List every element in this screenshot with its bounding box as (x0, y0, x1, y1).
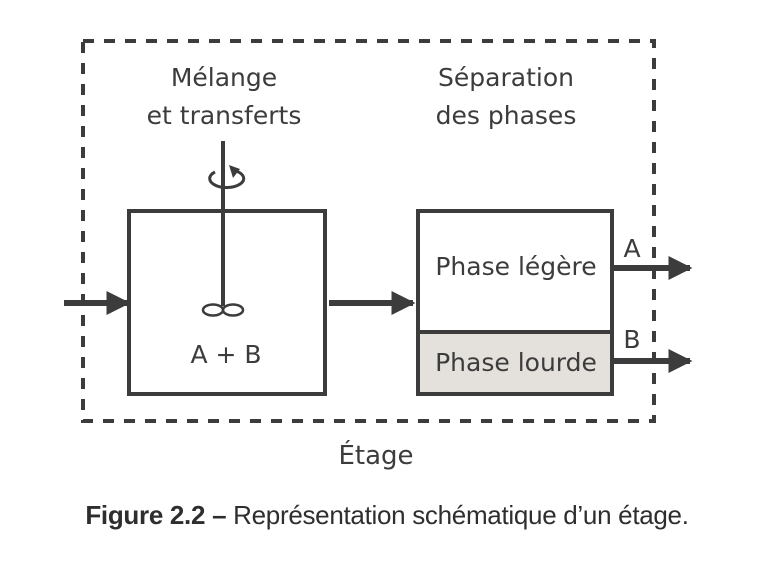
heavy-phase-label: Phase lourde (435, 348, 597, 377)
separator-heavy-phase (418, 332, 612, 394)
output-a-label: A (623, 234, 640, 263)
separator-light-phase (418, 211, 612, 332)
figure-caption-label: Figure 2.2 – (85, 500, 227, 530)
light-phase-label: Phase légère (435, 252, 596, 281)
figure-caption-text: Représentation schématique d’un étage. (233, 500, 689, 530)
separation-title-line1: Séparation (438, 63, 574, 92)
mixing-title-line2: et transferts (147, 101, 302, 130)
stage-label: Étage (338, 439, 413, 471)
separator-vessel (416, 209, 614, 396)
figure-caption: Figure 2.2 – Représentation schématique … (0, 500, 774, 531)
mixer-vessel (127, 209, 327, 396)
propeller-icon (201, 303, 245, 317)
mixing-title-line1: Mélange (171, 63, 277, 92)
stage-boundary (81, 39, 656, 423)
output-b-label: B (623, 325, 640, 354)
mixer-content-label: A + B (190, 340, 261, 369)
separation-title-line2: des phases (436, 101, 577, 130)
rotation-arrow-icon (208, 165, 246, 190)
